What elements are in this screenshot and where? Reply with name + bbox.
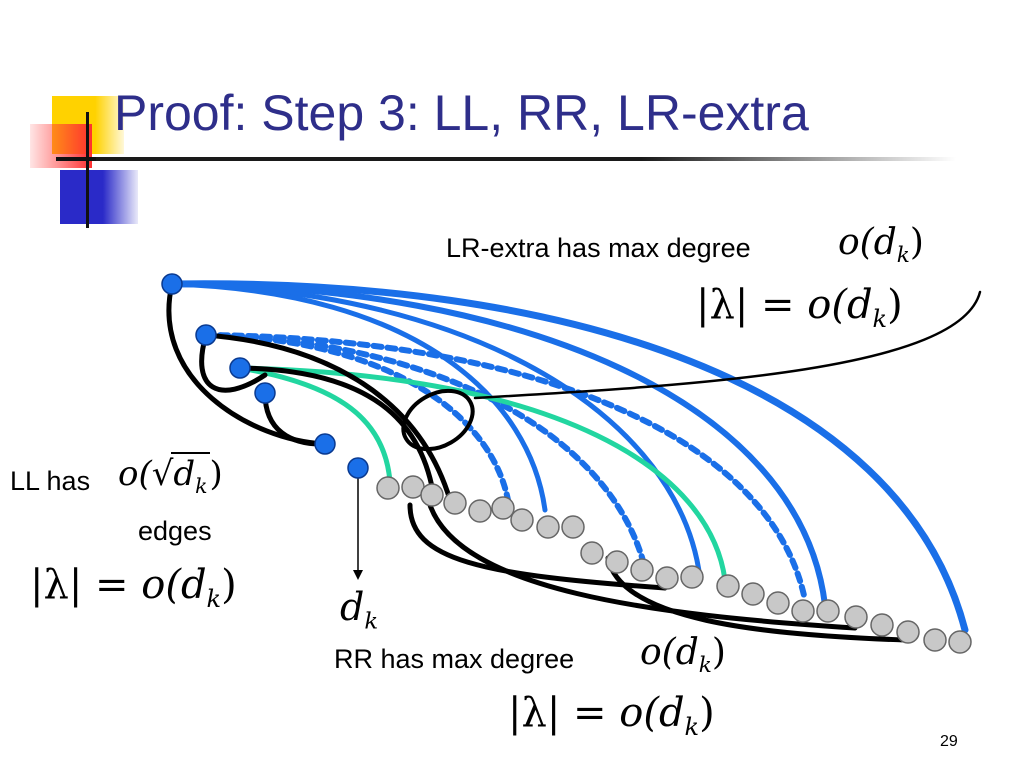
teal-edges <box>237 365 728 583</box>
gray-node <box>844 605 868 629</box>
blue-edge <box>169 281 703 581</box>
math-close: ) <box>221 562 237 608</box>
rr-degree-math: o(dk) <box>640 632 726 678</box>
math-d: d <box>180 562 207 608</box>
math-o: o( <box>807 282 847 328</box>
gray-node <box>816 599 840 623</box>
lambda-pointer-curve <box>473 290 982 400</box>
gray-node <box>491 496 515 520</box>
math-k: k <box>896 243 910 269</box>
math-k: k <box>698 653 712 679</box>
math-lambda: |λ| = <box>508 690 620 736</box>
math-d: d <box>675 632 699 673</box>
rr-edge <box>427 502 858 631</box>
gray-node <box>443 491 467 515</box>
math-k: k <box>684 713 700 741</box>
lr-extra-degree-math: o(dk) <box>838 222 924 268</box>
ll-label: LL has <box>10 466 91 496</box>
lr-extra-label: LR-extra has max degree <box>446 233 751 263</box>
gray-node <box>766 591 790 615</box>
gray-node <box>655 566 679 590</box>
math-o: o( <box>141 562 181 608</box>
math-d: d <box>873 222 897 263</box>
math-d: d <box>173 454 196 494</box>
gray-node <box>561 515 585 539</box>
title-underline <box>56 157 956 161</box>
title-decoration-blue <box>60 170 138 224</box>
gray-node <box>536 515 560 539</box>
math-close: ) <box>909 222 924 263</box>
blue-edge-dotted <box>203 332 808 603</box>
blue-node <box>314 433 336 455</box>
math-d: d <box>846 282 873 328</box>
math-o: o( <box>619 690 659 736</box>
math-k: k <box>872 305 888 333</box>
dk-arrow-head <box>353 570 363 580</box>
rr-edge <box>605 555 908 643</box>
blue-node <box>254 382 276 404</box>
title-decoration-hline <box>56 157 96 161</box>
teal-edge <box>237 365 393 485</box>
math-d: d <box>340 585 365 629</box>
blue-node <box>161 273 183 295</box>
math-d: d <box>658 690 685 736</box>
gray-node <box>468 499 492 523</box>
math-o: o( <box>118 454 152 494</box>
math-lambda: |λ| = <box>30 562 142 608</box>
gray-node <box>870 613 894 637</box>
gray-node <box>420 483 444 507</box>
gray-node <box>896 620 920 644</box>
lr-edge <box>203 332 453 503</box>
math-o: o( <box>838 222 874 263</box>
math-lambda: |λ| = <box>696 282 808 328</box>
page-number: 29 <box>940 733 958 750</box>
blue-node <box>195 324 217 346</box>
ll-lambda-math: |λ| = o(dk) <box>30 562 237 613</box>
math-close: ) <box>887 282 903 328</box>
ll-edge <box>199 332 268 393</box>
rr-edge <box>407 502 668 591</box>
lambda-highlight-ellipse <box>401 388 475 452</box>
math-close: ) <box>209 454 223 494</box>
math-close: ) <box>711 632 726 673</box>
ll-edges-label: edges <box>138 516 212 546</box>
gray-node <box>923 628 947 652</box>
lr-extra-lambda-math: |λ| = o(dk) <box>696 282 903 333</box>
gray-node <box>605 550 629 574</box>
blue-nodes <box>161 273 369 479</box>
gray-node <box>791 599 815 623</box>
math-k: k <box>206 585 222 613</box>
gray-node <box>630 558 654 582</box>
math-k: k <box>195 473 208 498</box>
blue-edges <box>168 280 969 634</box>
lr-edge <box>237 365 436 495</box>
gray-node <box>580 541 604 565</box>
gray-node <box>948 630 972 654</box>
rr-lambda-math: |λ| = o(dk) <box>508 690 715 741</box>
blue-edge <box>169 281 828 608</box>
gray-node <box>680 565 704 589</box>
gray-node <box>376 476 400 500</box>
title-decoration-vline <box>86 112 89 228</box>
ll-degree-math: o(√dk) <box>118 452 223 498</box>
math-o: o( <box>640 632 676 673</box>
rr-label: RR has max degree <box>334 644 575 674</box>
math-close: ) <box>699 690 715 736</box>
math-k: k <box>364 608 379 635</box>
sqrt-body: dk <box>171 452 210 498</box>
teal-edge <box>237 365 728 583</box>
blue-node <box>347 457 369 479</box>
black-edges <box>166 281 982 643</box>
blue-node <box>229 357 251 379</box>
gray-node <box>716 574 740 598</box>
dk-label-math: dk <box>340 585 378 635</box>
sqrt-sign-icon: √ <box>151 454 174 494</box>
gray-node <box>510 508 534 532</box>
slide-title: Proof: Step 3: LL, RR, LR-extra <box>114 85 809 141</box>
gray-node <box>741 582 765 606</box>
blue-edge <box>168 280 969 634</box>
gray-nodes <box>376 475 972 654</box>
ll-edge <box>262 390 328 447</box>
